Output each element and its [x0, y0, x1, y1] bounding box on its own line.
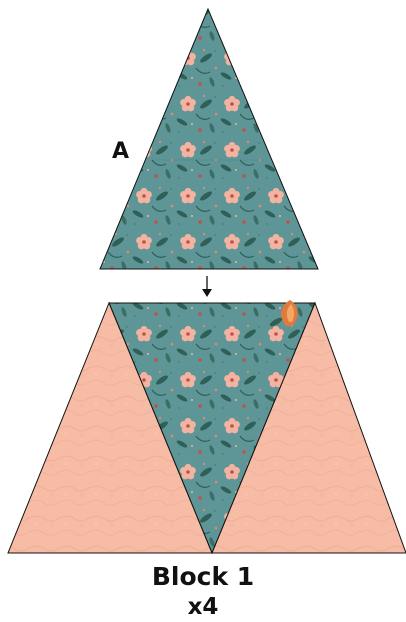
down-arrow-icon	[202, 276, 212, 297]
block-quantity: x4	[0, 594, 406, 620]
piece-a-triangle	[100, 9, 318, 269]
block-title: Block 1	[0, 562, 406, 591]
piece-a-label: A	[112, 139, 129, 164]
block-1-diagram	[8, 300, 406, 553]
